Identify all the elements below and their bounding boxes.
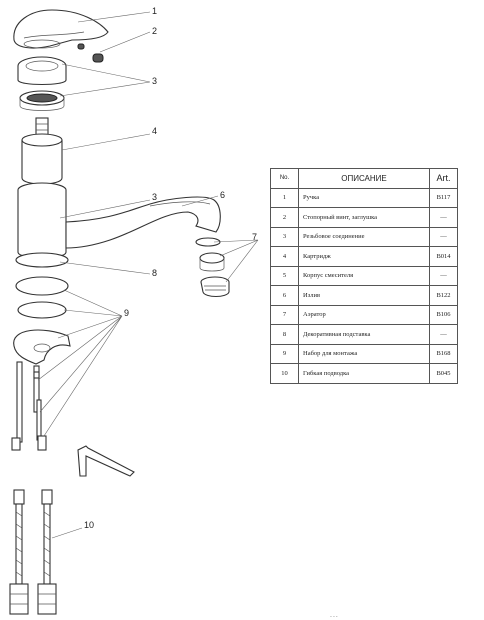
callout-8: 8 [152,268,157,278]
leader-3a [59,63,151,97]
leader-9 [37,289,123,437]
threaded-ring-part [17,56,67,86]
cell-no: 3 [270,226,299,247]
mounting-kit-part [11,276,135,477]
leader-2 [99,31,151,53]
cell-desc: Ручка [298,187,430,208]
cell-no: 7 [270,304,299,325]
cell-art: — [429,324,458,345]
cell-desc: Стопорный винт, заглушка [298,207,430,228]
cell-art: B117 [429,187,458,208]
cell-art: — [429,226,458,247]
footer-mark: ... [330,612,339,619]
callout-10: 10 [84,520,94,530]
cartridge-ring-part [19,90,65,111]
cell-no: 10 [270,363,299,384]
cartridge-part [21,117,63,185]
body-spout-part [17,182,221,259]
aerator-part [195,237,230,298]
cell-desc: Корпус смесителя [298,265,430,286]
callout-6: 6 [220,190,225,200]
leader-7 [213,239,259,283]
callout-9: 9 [124,308,129,318]
cell-art: — [429,265,458,286]
cell-no: 1 [270,187,299,208]
callout-1: 1 [152,6,157,16]
cell-no: 2 [270,207,299,228]
table-header-row: No. ОПИСАНИЕ Art. [270,168,458,189]
cell-desc: Излив [298,285,430,306]
cell-no: 9 [270,343,299,364]
header-art: Art. [429,168,458,189]
leader-4 [61,133,151,151]
cell-desc: Резьбовое соединение [298,226,430,247]
callout-2: 2 [152,26,157,36]
cell-no: 4 [270,246,299,267]
screw-plug-part [77,43,104,63]
cell-art: — [429,207,458,228]
leader-1 [77,11,151,23]
cell-desc: Набор для монтажа [298,343,430,364]
leader-6 [181,195,219,207]
cell-desc: Гибкая подводка [298,363,430,384]
callout-4: 4 [152,126,157,136]
cell-no: 8 [270,324,299,345]
cell-art: B014 [429,246,458,267]
callout-3: 3 [152,76,157,86]
decorative-base-part [15,252,69,268]
callout-7: 7 [252,232,257,242]
header-no: No. [270,168,299,189]
leader-8 [59,261,151,275]
cell-no: 5 [270,265,299,286]
handle-part [13,9,109,49]
callout-3-body: 3 [152,192,157,202]
cell-desc: Картридж [298,246,430,267]
cell-desc: Декоративная подставка [298,324,430,345]
leader-3b [59,199,151,219]
cell-art: B106 [429,304,458,325]
leader-10 [51,527,83,539]
cell-art: B045 [429,363,458,384]
cell-art: B168 [429,343,458,364]
cell-art: B122 [429,285,458,306]
cell-desc: Аэратор [298,304,430,325]
cell-no: 6 [270,285,299,306]
flexible-hoses-part [9,489,57,615]
header-description: ОПИСАНИЕ [298,168,430,189]
